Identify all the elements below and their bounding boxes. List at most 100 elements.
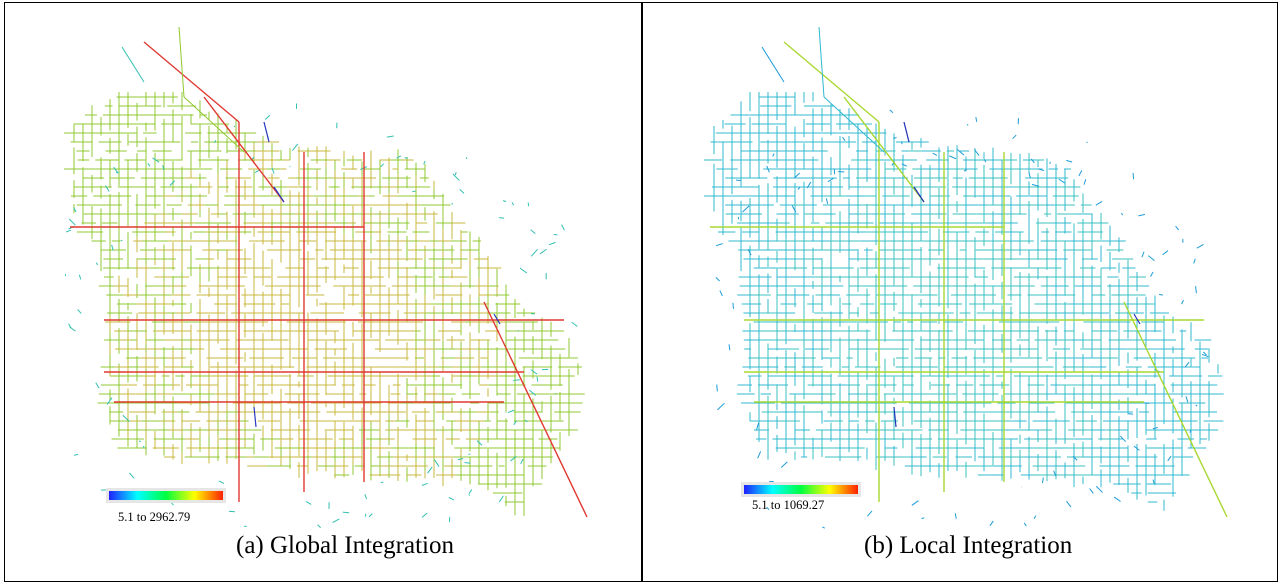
street-segment <box>932 152 938 156</box>
street-segment <box>218 480 225 484</box>
street-segment <box>719 290 723 297</box>
street-segment <box>825 198 829 204</box>
street-segment <box>1066 500 1072 508</box>
street-segment <box>548 241 556 246</box>
legend-range: 5.1 to 2962.79 <box>118 510 191 524</box>
street-segment <box>332 518 340 523</box>
street-segment <box>983 159 987 163</box>
street-segment <box>214 140 217 144</box>
street-segment <box>1175 225 1179 231</box>
street-segment <box>893 136 897 139</box>
street-segment <box>95 382 100 389</box>
local-integration-map <box>704 26 1228 529</box>
arterial-road <box>843 96 925 203</box>
street-segment <box>536 376 539 382</box>
street-segment <box>122 414 130 422</box>
street-segment <box>412 190 416 193</box>
street-segment <box>921 517 925 520</box>
street-segment <box>1083 179 1087 185</box>
arterial-road <box>203 96 285 203</box>
street-segment <box>1058 178 1065 184</box>
street-segment <box>111 244 114 251</box>
street-segment <box>527 202 530 207</box>
street-segment <box>954 513 957 519</box>
street-segment <box>966 123 969 126</box>
street-segment <box>1202 351 1207 356</box>
panel-caption: (a) Global Integration <box>236 532 454 559</box>
street-segment <box>498 217 505 219</box>
street-segment <box>493 313 501 325</box>
street-segment <box>507 409 515 413</box>
street-segment <box>95 262 98 266</box>
street-segment <box>1133 313 1141 325</box>
street-segment <box>975 117 978 122</box>
arterial-road <box>783 41 880 123</box>
street-segment <box>519 267 528 274</box>
street-segment <box>823 96 885 153</box>
panel-local-integration: 5.1 to 1069.27 (b) Local Integration <box>642 2 1278 582</box>
street-segment <box>113 166 118 173</box>
arterial-road <box>483 301 588 518</box>
street-segment <box>178 26 185 98</box>
street-segment <box>524 419 528 423</box>
street-segment <box>901 141 903 145</box>
street-segment <box>513 420 517 426</box>
street-segment <box>69 326 76 332</box>
street-segment <box>1041 477 1044 484</box>
street-segment <box>530 369 538 375</box>
street-segment <box>448 497 455 501</box>
street-segment <box>1152 479 1155 484</box>
street-segment <box>1181 299 1184 305</box>
street-segment <box>264 114 271 120</box>
street-segment <box>1072 455 1078 461</box>
street-segment <box>1033 515 1037 520</box>
street-segment <box>423 160 426 165</box>
street-segment <box>404 157 408 159</box>
street-segment <box>78 274 82 280</box>
street-segment <box>973 149 980 156</box>
street-segment <box>66 229 72 233</box>
street-segment <box>797 186 801 190</box>
street-segment <box>561 224 565 231</box>
street-network <box>64 26 588 529</box>
legend-color-bar <box>106 488 226 503</box>
street-segment <box>1196 244 1204 249</box>
street-segment <box>468 494 471 496</box>
street-segment <box>742 205 750 213</box>
street-segment <box>434 459 440 467</box>
street-segment <box>901 163 907 167</box>
arterial-road <box>143 41 240 123</box>
street-segment <box>1195 404 1198 407</box>
street-segment <box>228 510 235 513</box>
street-segment <box>842 136 846 141</box>
street-segment <box>464 462 471 464</box>
street-segment <box>1066 159 1073 163</box>
street-segment <box>1144 402 1149 405</box>
street-segment <box>728 344 731 351</box>
street-segment <box>421 482 428 486</box>
street-segment <box>766 506 770 511</box>
street-segment <box>1201 353 1209 358</box>
street-segment <box>715 243 723 247</box>
street-segment <box>1031 183 1040 187</box>
street-segment <box>539 248 547 255</box>
street-segment <box>963 168 968 172</box>
street-segment <box>511 202 515 206</box>
street-network <box>704 26 1228 529</box>
street-segment <box>756 422 760 430</box>
street-segment <box>465 157 468 160</box>
street-segment <box>77 309 82 314</box>
street-segment <box>273 186 285 203</box>
street-segment <box>1138 213 1145 217</box>
street-segment <box>1095 485 1103 493</box>
street-segment <box>1167 455 1172 462</box>
street-segment <box>1078 170 1083 177</box>
street-segment <box>510 455 517 462</box>
street-segment <box>162 165 165 171</box>
street-segment <box>903 121 910 143</box>
street-segment <box>780 461 788 468</box>
street-segment <box>73 453 79 456</box>
street-segment <box>1193 258 1196 264</box>
street-segment <box>747 248 752 256</box>
street-segment <box>1185 396 1189 403</box>
